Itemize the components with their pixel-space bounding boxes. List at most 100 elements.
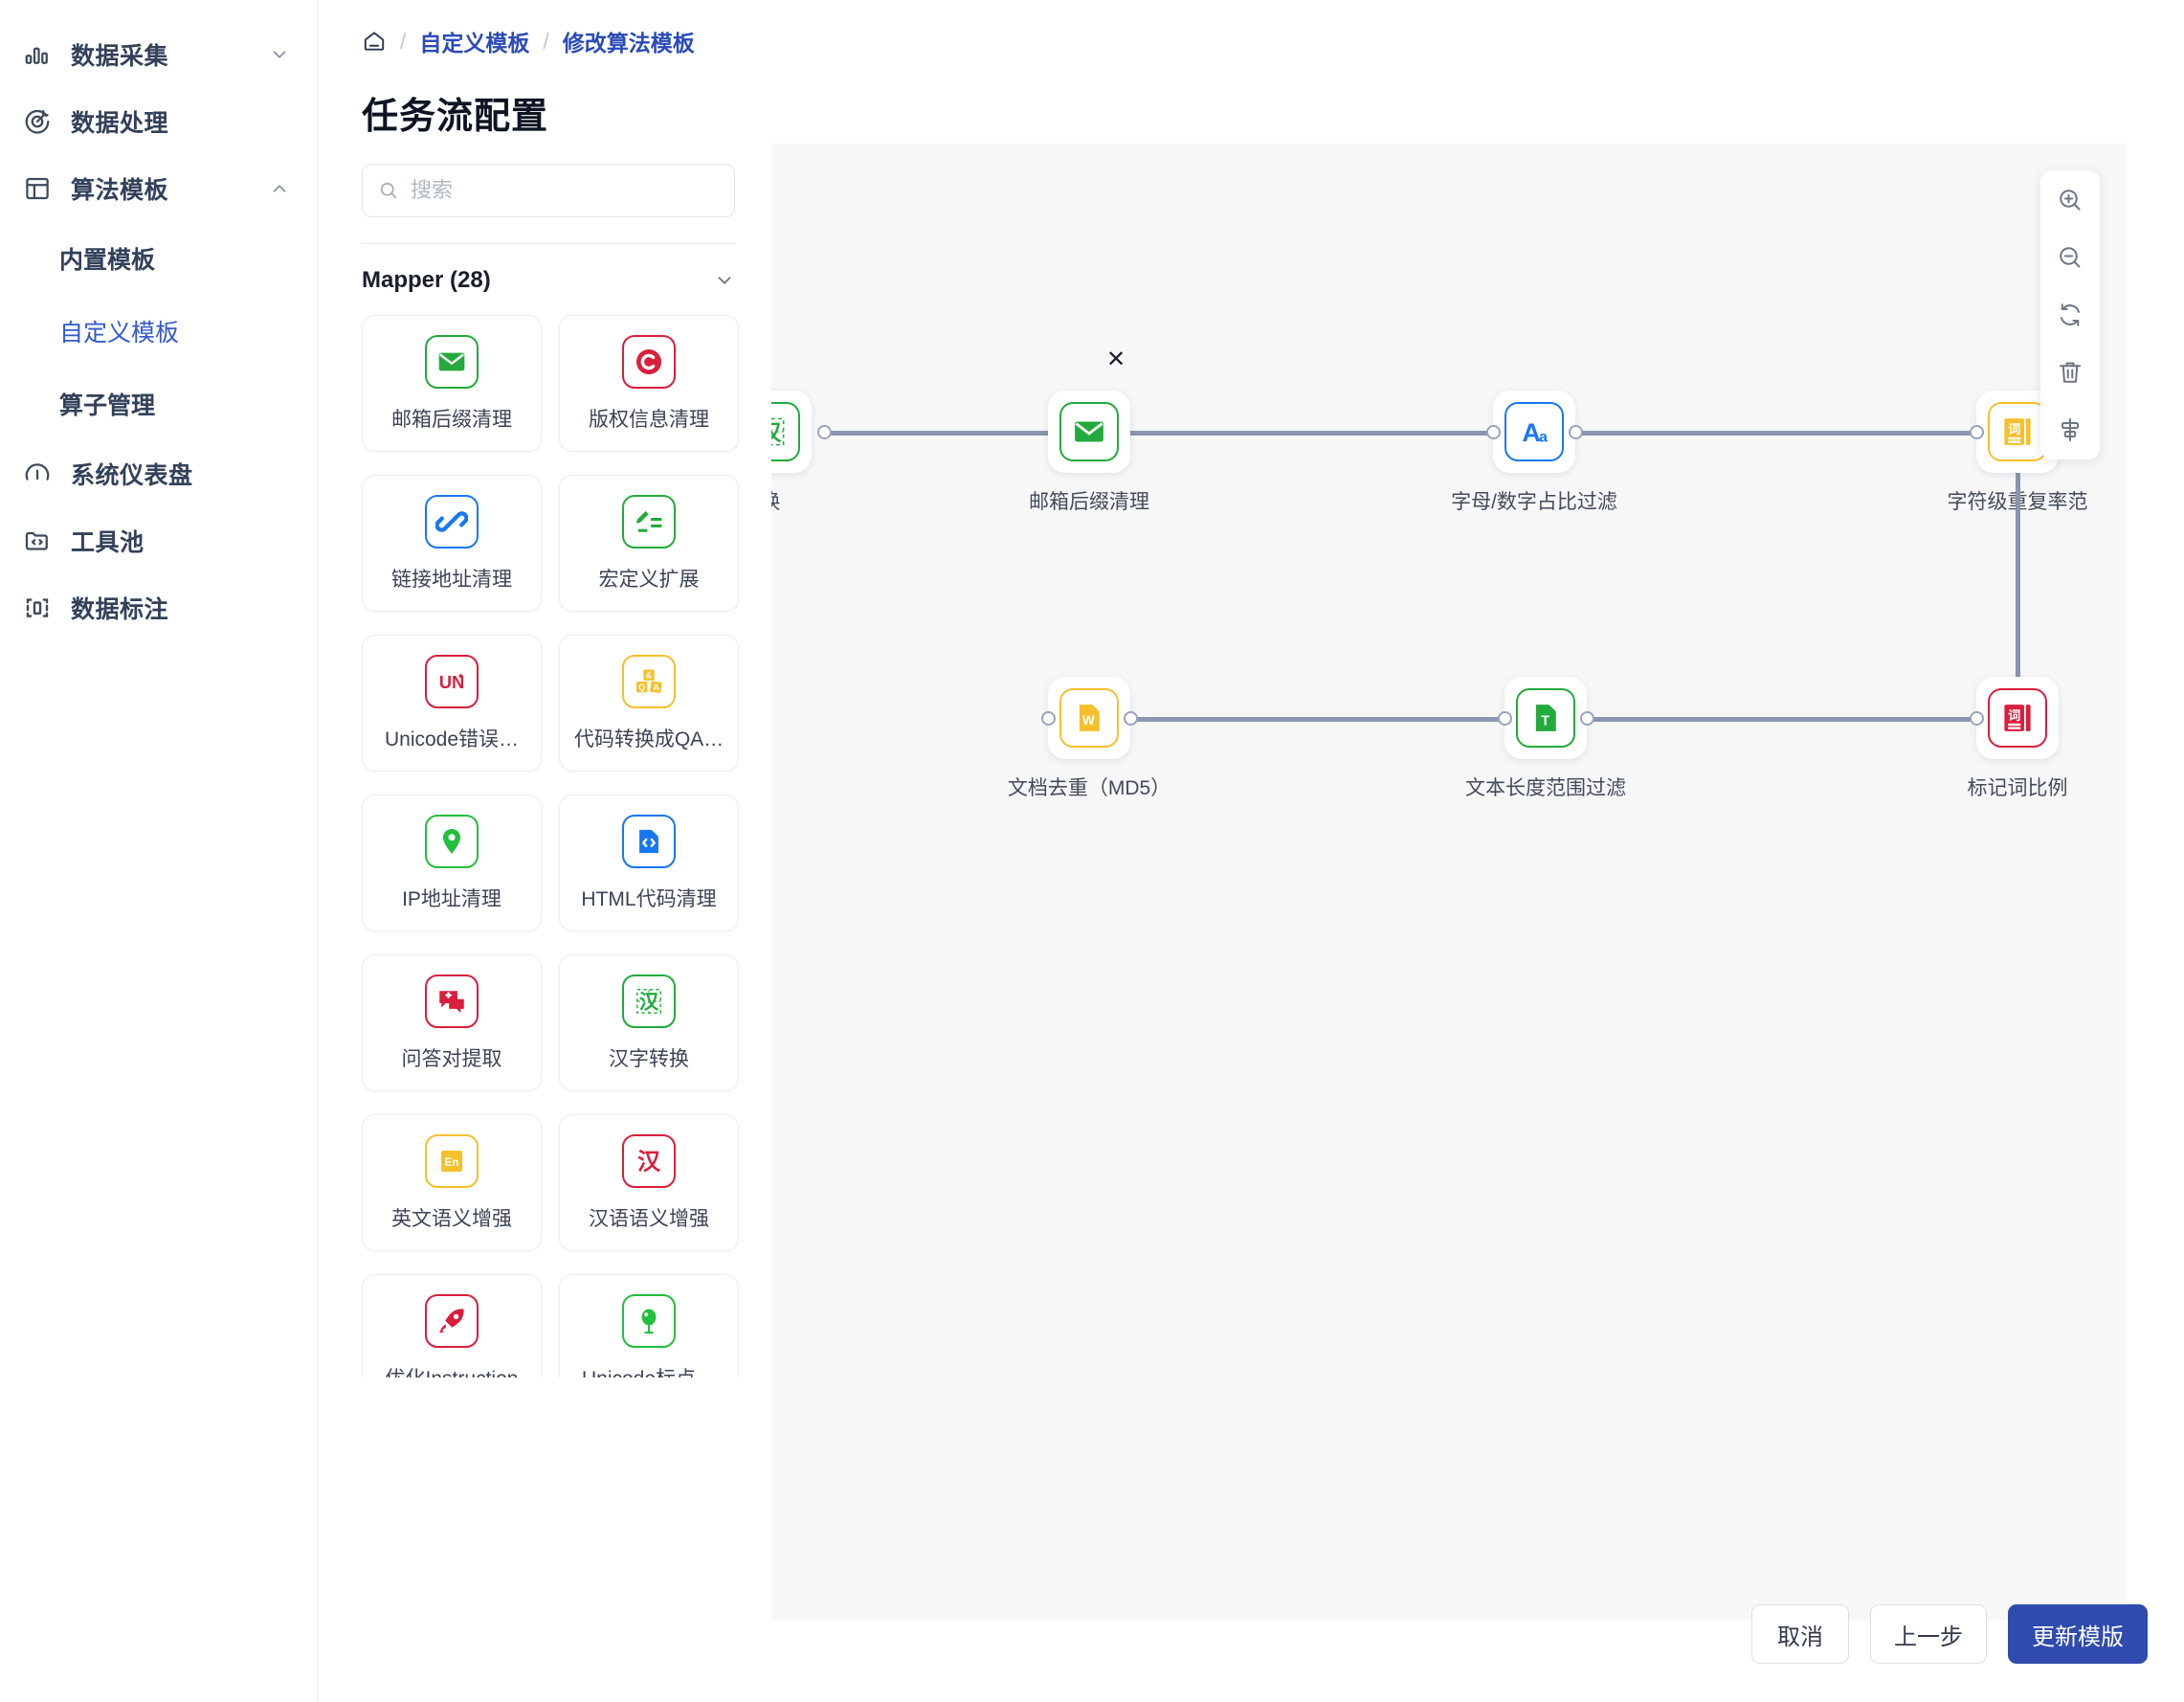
operator-card[interactable]: 宏定义扩展	[559, 475, 739, 612]
operator-card-label: 英文语义增强	[391, 1207, 512, 1230]
operator-card[interactable]: 版权信息清理	[559, 315, 739, 452]
sidebar-subitem-label: 自定义模板	[59, 320, 180, 347]
sidebar-item-label: 算法模板	[71, 177, 169, 204]
zoom-in-icon[interactable]	[2054, 184, 2086, 216]
previous-step-button[interactable]: 上一步	[1870, 1604, 1987, 1664]
layout-icon	[21, 172, 54, 205]
uni-icon: UN	[425, 654, 479, 708]
envelope-icon	[1059, 402, 1119, 461]
canvas-toolbar	[2040, 170, 2100, 459]
chevron-down-icon	[269, 44, 290, 65]
svg-text:汉: 汉	[639, 990, 659, 1013]
breadcrumb-item-edit-template[interactable]: 修改算法模板	[562, 31, 695, 56]
home-icon[interactable]	[362, 29, 387, 54]
sidebar-item-data-processing[interactable]: 数据处理	[0, 88, 317, 155]
sidebar-item-data-collection[interactable]: 数据采集	[0, 21, 317, 88]
flow-node-n6[interactable]: 词	[1976, 677, 2059, 759]
flow-node-n5[interactable]: T	[1504, 677, 1587, 759]
operator-palette-panel: / 自定义模板 / 修改算法模板 任务流配置 Mapper (28) 邮箱后缀清…	[318, 0, 771, 1702]
sidebar-item-tool-pool[interactable]: 工具池	[0, 507, 317, 574]
operator-card[interactable]: HTML代码清理	[559, 795, 739, 931]
svg-text:词: 词	[2008, 422, 2020, 437]
flow-node-n1[interactable]	[1048, 391, 1130, 473]
operator-card[interactable]: 问答对提取	[362, 954, 542, 1091]
operator-card[interactable]: En 英文语义增强	[362, 1114, 542, 1251]
update-template-button[interactable]: 更新模版	[2008, 1604, 2148, 1664]
align-icon[interactable]	[2054, 414, 2086, 446]
svg-text:UN: UN	[439, 672, 465, 692]
code-file-icon	[622, 814, 676, 868]
footer-actions: 取消 上一步 更新模版	[1751, 1604, 2148, 1664]
operator-card[interactable]: Unicode标点…	[559, 1274, 739, 1377]
operator-card[interactable]: 汉汉语语义增强	[559, 1114, 739, 1251]
svg-text:A: A	[1522, 418, 1540, 447]
palette-group-header-mapper[interactable]: Mapper (28)	[362, 267, 735, 294]
cancel-button[interactable]: 取消	[1751, 1604, 1849, 1664]
envelope-icon	[425, 334, 479, 389]
zoom-out-icon[interactable]	[2054, 241, 2086, 274]
search-input[interactable]	[411, 178, 719, 203]
flow-node-label: 字符级重复率范	[1883, 486, 2127, 515]
operator-card[interactable]: 邮箱后缀清理	[362, 315, 542, 452]
flow-node-label: 文档去重（MD5）	[1007, 777, 1171, 799]
port-n0-out[interactable]	[817, 425, 832, 439]
operator-card[interactable]: UN Unicode错误…	[362, 635, 542, 772]
chevron-down-icon[interactable]	[714, 270, 735, 291]
sidebar-item-data-annotation[interactable]: 数据标注	[0, 574, 317, 641]
refresh-icon[interactable]	[2054, 299, 2086, 331]
svg-text:词: 词	[2008, 708, 2020, 724]
operator-card-label: 优化Instruction	[386, 1363, 519, 1378]
operator-card-label: 汉语语义增强	[589, 1207, 709, 1230]
operator-card-label: Unicode错误…	[384, 728, 520, 750]
trash-icon[interactable]	[2054, 356, 2086, 389]
port-n4-in[interactable]	[1041, 711, 1056, 726]
search-icon	[378, 180, 399, 201]
annotate-icon	[21, 592, 54, 624]
breadcrumb-item-custom-template[interactable]: 自定义模板	[419, 31, 530, 56]
flow-canvas[interactable]: 汉换邮箱后缀清理✕Aa字母/数字占比过滤词字符级重复率范W文档去重（MD5）T文…	[771, 144, 2127, 1621]
svg-text:汉: 汉	[771, 421, 783, 446]
sidebar-subitem-custom-template[interactable]: 自定义模板	[0, 295, 317, 368]
panel-divider	[362, 243, 735, 244]
port-n4-out[interactable]	[1124, 711, 1138, 726]
flow-node-n0[interactable]: 汉	[771, 391, 812, 473]
port-n5-in[interactable]	[1498, 711, 1512, 726]
gauge-icon	[21, 458, 54, 490]
flow-node-close-icon[interactable]: ✕	[1106, 347, 1126, 372]
operator-card-label: 版权信息清理	[589, 408, 709, 431]
port-n5-out[interactable]	[1580, 711, 1594, 726]
chevron-placeholder	[269, 597, 290, 618]
sidebar-subitem-operator-management[interactable]: 算子管理	[0, 368, 317, 440]
operator-card[interactable]: IP地址清理	[362, 795, 542, 931]
port-n3-in[interactable]	[1970, 425, 1984, 439]
operator-card[interactable]: 链接地址清理	[362, 475, 542, 612]
port-n2-out[interactable]	[1569, 425, 1583, 439]
sidebar-subitem-builtin-template[interactable]: 内置模板	[0, 222, 317, 295]
operator-card[interactable]: 汉汉字转换	[559, 954, 739, 1091]
sidebar-item-label: 系统仪表盘	[71, 462, 193, 489]
svg-text:&: &	[646, 670, 653, 680]
edge-n1-n2	[1130, 431, 1493, 436]
link-icon	[425, 494, 479, 549]
svg-text:A: A	[653, 683, 659, 692]
port-n2-in[interactable]	[1486, 425, 1501, 439]
edge-n0-n1	[824, 431, 1048, 436]
sidebar-item-system-dashboard[interactable]: 系统仪表盘	[0, 440, 317, 507]
sidebar-item-algorithm-template[interactable]: 算法模板	[0, 155, 317, 222]
sidebar-item-label: 数据采集	[71, 43, 169, 70]
search-box[interactable]	[362, 164, 735, 217]
sidebar-subitem-label: 算子管理	[59, 392, 156, 419]
svg-text:En: En	[445, 1156, 459, 1169]
svg-text:a: a	[1539, 429, 1548, 445]
port-n6-in[interactable]	[1970, 711, 1984, 726]
edge-n3-n6-v	[2016, 473, 2020, 717]
operator-card[interactable]: 优化Instruction	[362, 1274, 542, 1377]
operator-card-label: HTML代码清理	[581, 887, 717, 910]
edge-n2-n3	[1575, 431, 1976, 436]
flow-node-n4[interactable]: W	[1048, 677, 1130, 759]
